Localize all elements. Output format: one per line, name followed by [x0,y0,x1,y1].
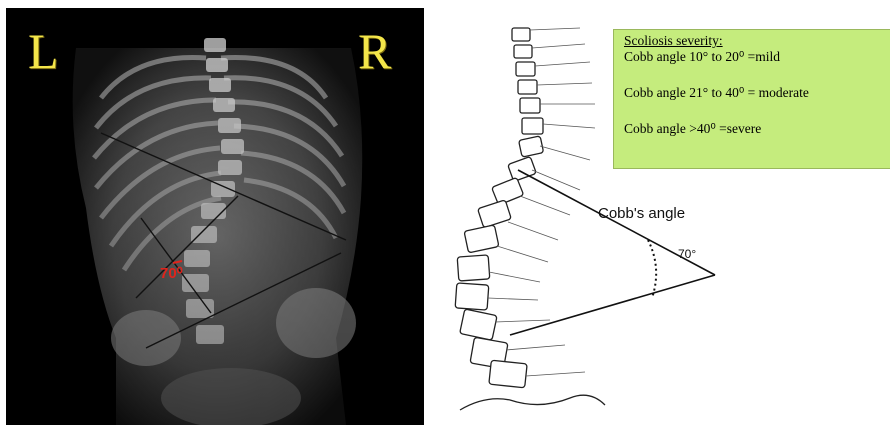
cobb-angle-label: Cobb's angle [598,205,685,222]
xray-image: L R [6,8,424,425]
severity-legend: Scoliosis severity: Cobb angle 10° to 20… [613,29,890,169]
cobb-angle-value: 70° [678,247,696,261]
xray-angle-label: 70⁰ [160,264,183,282]
vertebrae [455,28,543,388]
right-side-label: R [358,26,391,76]
angle-arc [648,240,656,298]
legend-moderate: Cobb angle 21° to 40⁰ = moderate [624,85,890,101]
legend-mild: Cobb angle 10° to 20⁰ =mild [624,49,890,65]
left-side-label: L [28,26,59,76]
legend-severe: Cobb angle >40⁰ =severe [624,121,890,137]
legend-title: Scoliosis severity: [624,33,890,49]
sacrum [460,395,605,410]
